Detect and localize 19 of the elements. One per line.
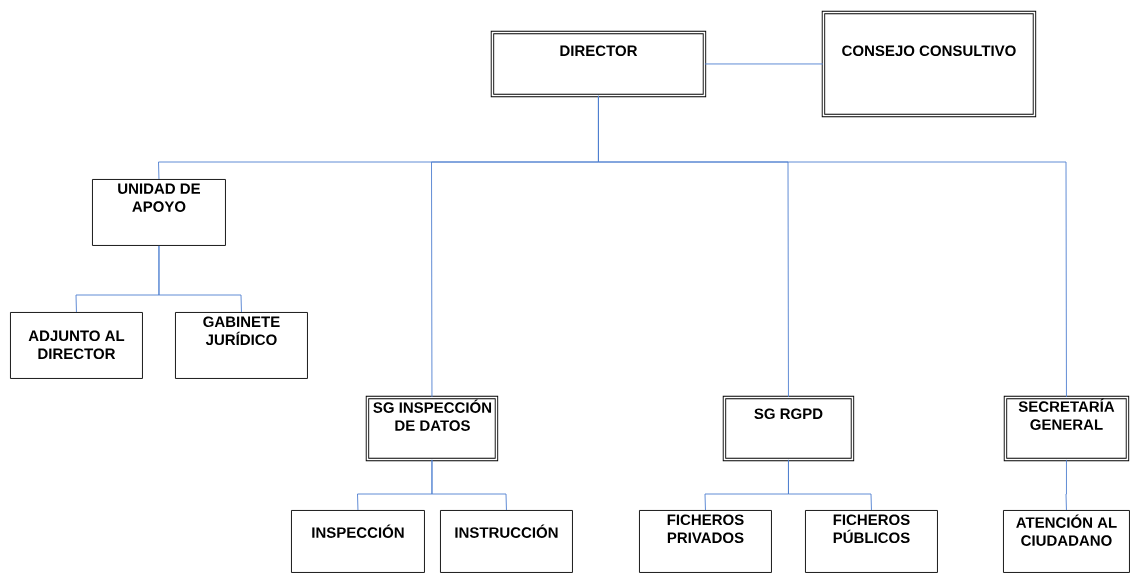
org-box: DIRECTOR [490, 30, 707, 98]
connector-line [598, 95, 1067, 398]
org-box: INSTRUCCIÓN [440, 510, 573, 573]
org-box: ADJUNTO AL DIRECTOR [10, 312, 143, 379]
org-box: FICHEROS PRIVADOS [639, 510, 772, 573]
connector-line [431, 459, 507, 511]
org-box: INSPECCIÓN [291, 510, 425, 573]
connector-line [158, 245, 242, 313]
org-box: GABINETE JURÍDICO [175, 312, 308, 379]
org-box: UNIDAD DE APOYO [92, 179, 226, 246]
org-box: SECRETARÍA GENERAL [1003, 395, 1130, 462]
org-box: SG INSPECCIÓN DE DATOS [365, 395, 499, 462]
org-box: FICHEROS PÚBLICOS [805, 510, 938, 573]
connector-line [704, 63, 824, 65]
connector-line [1065, 459, 1067, 511]
org-box: SG RGPD [722, 395, 855, 462]
org-box: CONSEJO CONSULTIVO [821, 10, 1037, 118]
org-box: ATENCIÓN AL CIUDADANO [1003, 510, 1130, 573]
connector-line [788, 459, 872, 511]
